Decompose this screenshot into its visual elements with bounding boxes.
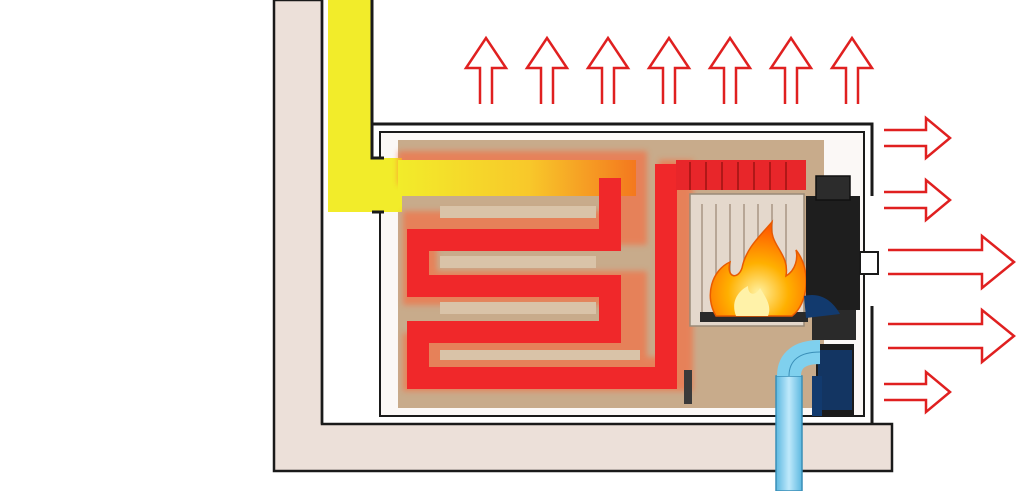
arrow-right-outline-icon [888, 233, 1016, 291]
fire-icon [709, 219, 807, 317]
upward-heat-arrows [463, 35, 875, 104]
flue-chimney [328, 0, 402, 214]
arrow-up-outline-icon [463, 35, 509, 104]
wall-enclosure [272, 0, 894, 473]
sideways-heat-arrows [884, 115, 1016, 415]
arrow-up-outline-icon [585, 35, 631, 104]
hot-gas-channels [398, 151, 806, 391]
arrow-right-outline-icon [884, 115, 952, 161]
arrow-up-outline-icon [768, 35, 814, 104]
arrow-up-outline-icon [829, 35, 875, 104]
arrow-right-outline-icon [888, 307, 1016, 365]
stove-door [804, 175, 879, 416]
arrow-right-outline-icon [884, 369, 952, 415]
arrow-up-outline-icon [524, 35, 570, 104]
air-supply-pipe [775, 340, 822, 491]
arrow-right-outline-icon [884, 177, 952, 223]
arrow-up-outline-icon [707, 35, 753, 104]
arrow-up-outline-icon [646, 35, 692, 104]
